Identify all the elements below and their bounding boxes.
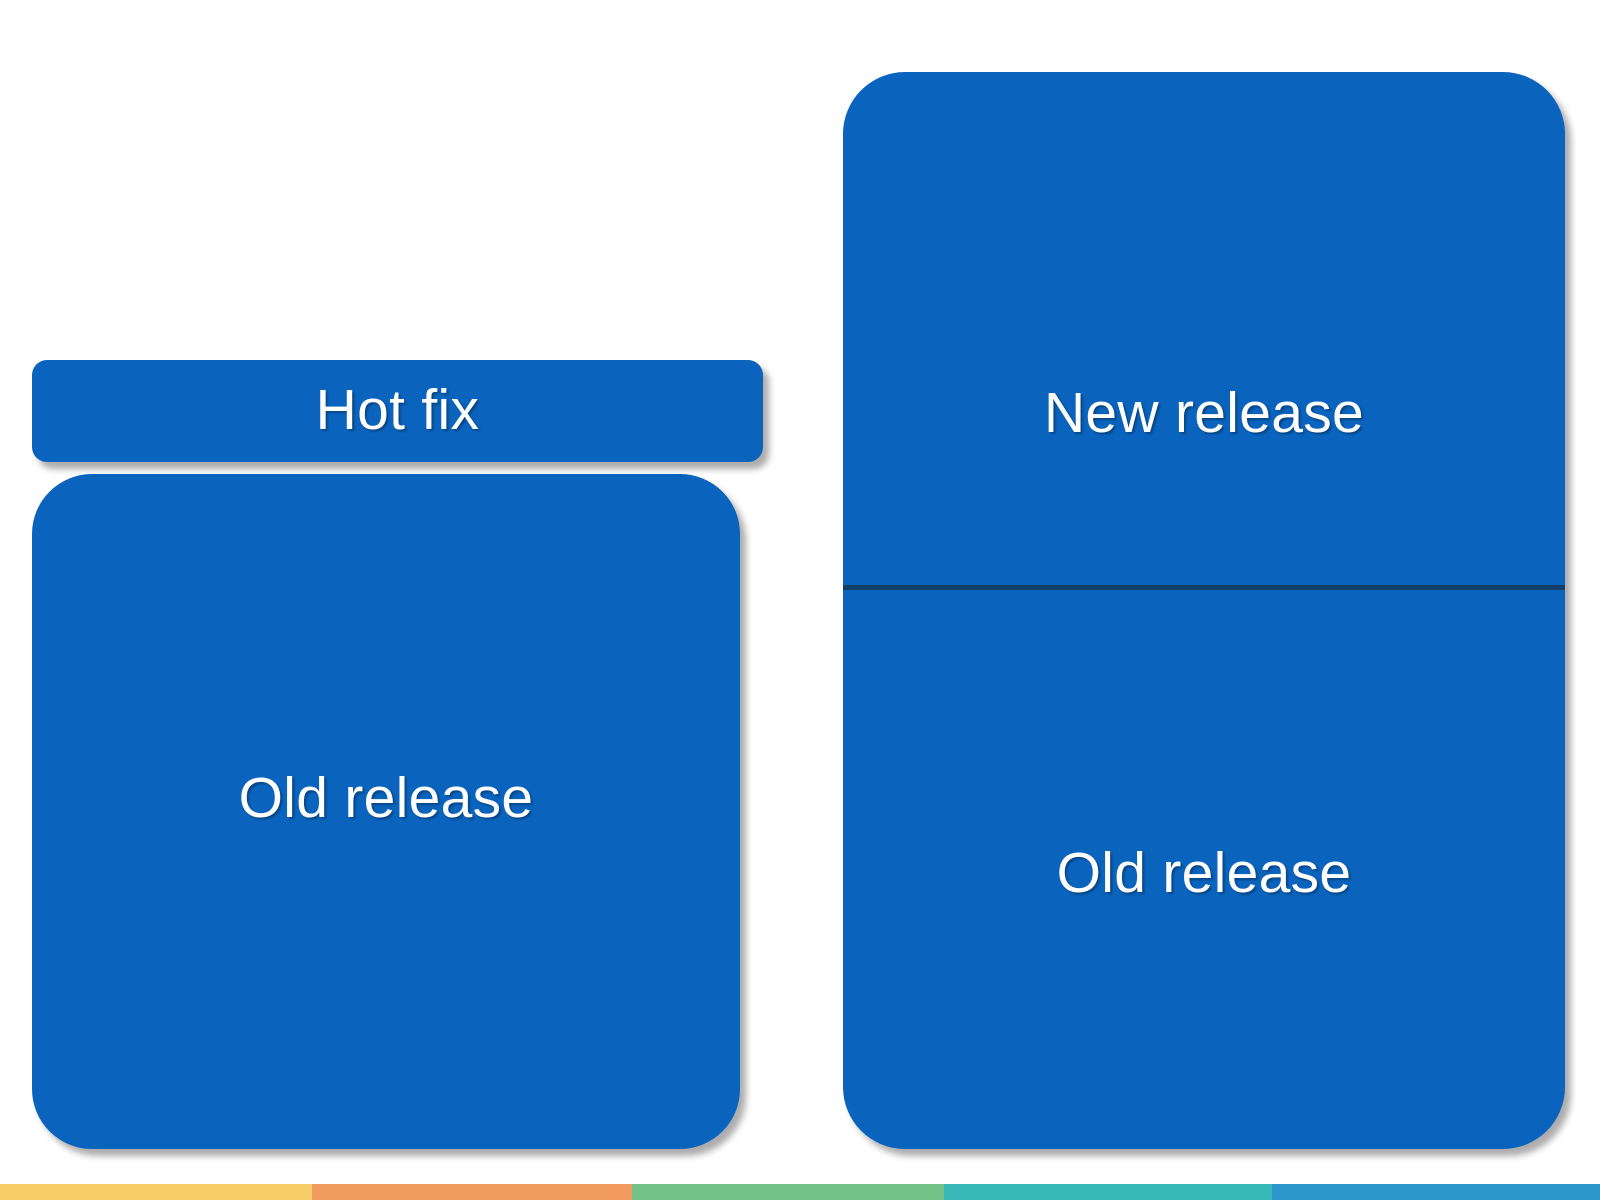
old-release-section-right[interactable]: Old release: [843, 589, 1565, 1149]
release-stack-box[interactable]: New release Old release: [843, 72, 1565, 1149]
segment-yellow: [0, 1184, 312, 1200]
new-release-label: New release: [1043, 381, 1365, 446]
old-release-label-right: Old release: [1056, 841, 1352, 905]
hot-fix-label: Hot fix: [315, 378, 480, 443]
release-divider-line: [843, 585, 1565, 590]
old-release-box-left[interactable]: Old release: [32, 474, 740, 1149]
segment-orange: [312, 1184, 632, 1200]
old-release-label-left: Old release: [238, 766, 534, 830]
new-release-section[interactable]: New release: [843, 72, 1565, 588]
segment-green: [632, 1184, 944, 1200]
segment-teal: [944, 1184, 1272, 1200]
segment-blue: [1272, 1184, 1600, 1200]
hot-fix-box[interactable]: Hot fix: [32, 360, 763, 462]
footer-accent-bar: [0, 1184, 1600, 1200]
